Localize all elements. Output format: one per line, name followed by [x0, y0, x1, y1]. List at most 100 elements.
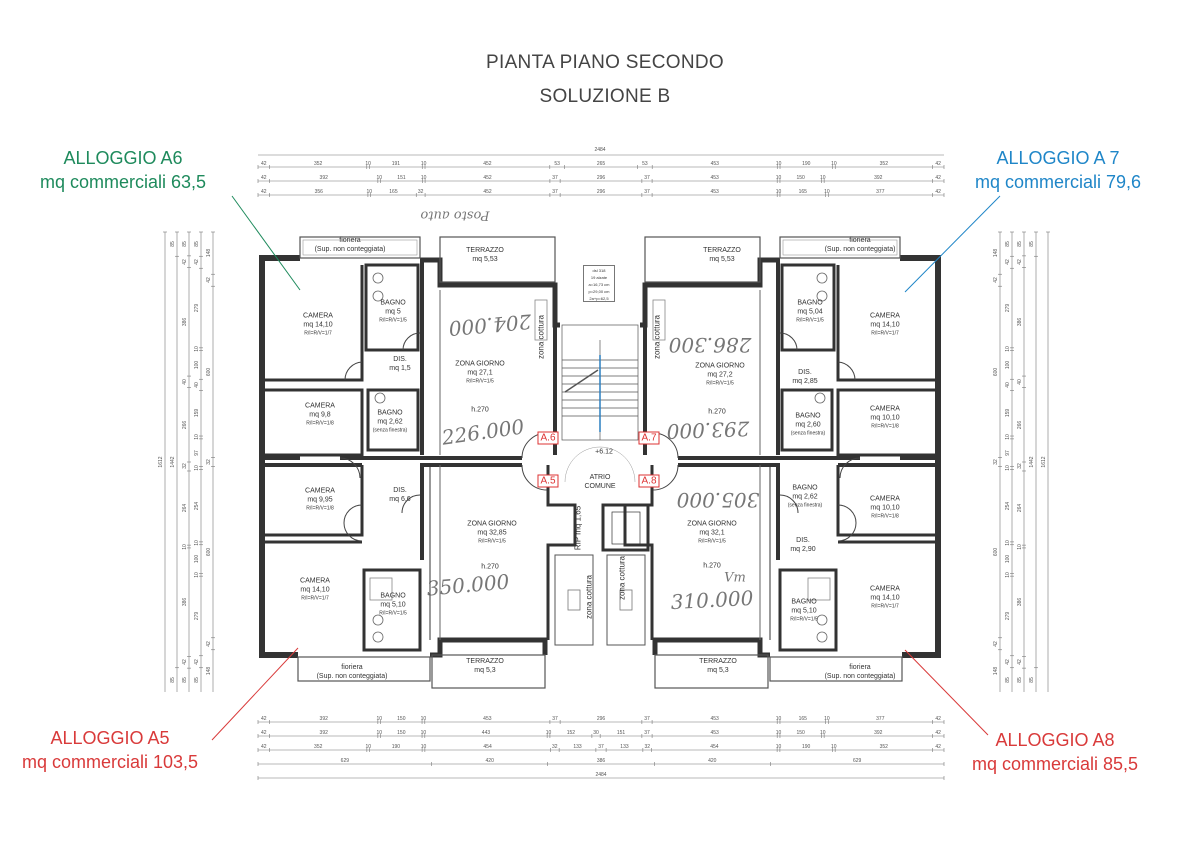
- dimension-value: 85: [1005, 241, 1011, 247]
- dimension-value: 10: [420, 175, 427, 181]
- room-label-line: mq 5,04: [797, 308, 823, 316]
- dimension-value: 42: [1017, 258, 1023, 265]
- room-label-line: mq 5,10: [380, 601, 406, 609]
- dimension-value: 37: [644, 175, 650, 181]
- dimension-value: 85: [170, 241, 176, 247]
- unit-badge: A.6: [537, 431, 559, 445]
- dimension-value: 42: [935, 175, 941, 181]
- dimension-value: 40: [182, 378, 188, 385]
- apartment-a6-label: ALLOGGIO A6 mq commerciali 63,5: [40, 146, 206, 194]
- dimension-value: 10: [775, 189, 782, 195]
- room-label-line: COMUNE: [584, 483, 616, 490]
- dimension-value: 296: [596, 189, 606, 195]
- dimension-value: 37: [598, 744, 604, 750]
- dimension-value: 10: [1017, 543, 1023, 550]
- dimension-value: 190: [802, 161, 811, 167]
- dimension-value: 1442: [1029, 456, 1035, 468]
- room-label: fioriera(Sup. non conteggiata): [825, 663, 896, 681]
- dimension-value: 629: [340, 758, 350, 764]
- page-title: PIANTA PIANO SECONDO: [486, 52, 724, 73]
- dimension-value: 10: [831, 161, 837, 167]
- dimension-value: 600: [206, 367, 212, 376]
- dimension-value: 37: [552, 175, 558, 181]
- dimension-value: 453: [483, 716, 492, 722]
- room-label-line: h.270: [471, 406, 489, 414]
- dimension-value: 10: [1005, 346, 1011, 353]
- dimension-value: 629: [852, 758, 862, 764]
- dimension-value: 10: [420, 716, 427, 722]
- dimension-value: 85: [1029, 241, 1035, 247]
- dimension-value: 10: [1005, 465, 1011, 471]
- room-label-line: mq 2,62: [792, 493, 818, 501]
- dimension-value: 150: [796, 730, 805, 736]
- handwritten-note: 286.300: [668, 333, 752, 357]
- room-label-line: R/I=R/V=1/5: [379, 610, 407, 617]
- room-label-line: mq 10,10: [870, 414, 900, 422]
- apartment-a5-label: ALLOGGIO A5 mq commerciali 103,5: [22, 726, 198, 774]
- room-label-line: R/I=R/V=1/5: [478, 538, 506, 545]
- dimension-value: 454: [710, 744, 719, 750]
- room-label-line: CAMERA: [303, 312, 333, 320]
- dimension-value: 42: [194, 259, 200, 266]
- dimension-value: 100: [1005, 360, 1011, 370]
- left-wing-walls: [262, 237, 593, 688]
- dimension-value: 191: [391, 161, 401, 167]
- room-label-line: h.270: [708, 408, 726, 416]
- room-label-line: ZONA GIORNO: [695, 362, 745, 370]
- dimension-value: 32: [206, 459, 212, 465]
- room-label-line: R/I=R/V=1/7: [304, 330, 332, 337]
- dimension-value: 30: [593, 730, 599, 736]
- unit-badge: A.5: [537, 474, 559, 488]
- room-label-line: R/I=R/V=1/8: [306, 505, 334, 512]
- dimension-value: 85: [182, 241, 188, 247]
- dimension-value: 352: [879, 744, 888, 750]
- room-label-line: R/I=R/V=1/5: [466, 378, 494, 385]
- room-label-line: CAMERA: [305, 402, 335, 410]
- room-label-line: TERRAZZO: [466, 247, 504, 254]
- dimension-value: 392: [319, 730, 328, 736]
- vertical-room-label: RIP mq 1,65: [573, 505, 583, 551]
- dimension-value: 97: [194, 449, 200, 456]
- dimension-value: 10: [775, 161, 782, 167]
- apartment-name: ALLOGGIO A6: [63, 148, 183, 168]
- dimension-value: 190: [801, 744, 811, 750]
- dimension-value: 420: [485, 758, 494, 764]
- room-label-line: mq 9,8: [309, 411, 331, 419]
- room-label-line: R/I=R/V=1/5: [796, 317, 824, 324]
- room-label-line: BAGNO: [380, 299, 406, 307]
- room-label-line: CAMERA: [870, 405, 900, 413]
- room-label-line: DIS.: [798, 369, 812, 376]
- room-label-line: mq 2,62: [377, 418, 403, 426]
- dimension-value: 453: [710, 189, 719, 195]
- dimension-value: 85: [182, 677, 188, 683]
- right-wing-walls: [607, 237, 938, 688]
- room-label-line: mq 32,85: [477, 529, 507, 537]
- room-label-line: mq 9,95: [307, 496, 333, 504]
- dimension-value: 10: [194, 571, 200, 578]
- dimension-value: 37: [552, 189, 558, 195]
- room-label: fioriera(Sup. non conteggiata): [315, 236, 386, 254]
- dimension-value: 1612: [1041, 456, 1047, 468]
- dimension-value: 10: [194, 465, 200, 471]
- room-label: DIS.mq 1,5: [389, 355, 410, 373]
- a5-leader-line: [211, 647, 299, 741]
- dimension-value: 377: [876, 716, 885, 722]
- dimension-value: 42: [1017, 659, 1023, 665]
- dimension-value: 1442: [170, 456, 176, 468]
- room-label-line: DIS.: [393, 356, 407, 363]
- dimension-value: 265: [596, 161, 606, 167]
- dimension-value: 600: [993, 367, 999, 376]
- dimension-value: 279: [194, 611, 200, 621]
- dimension-value: 386: [1017, 317, 1023, 327]
- dimension-value: 100: [194, 360, 200, 370]
